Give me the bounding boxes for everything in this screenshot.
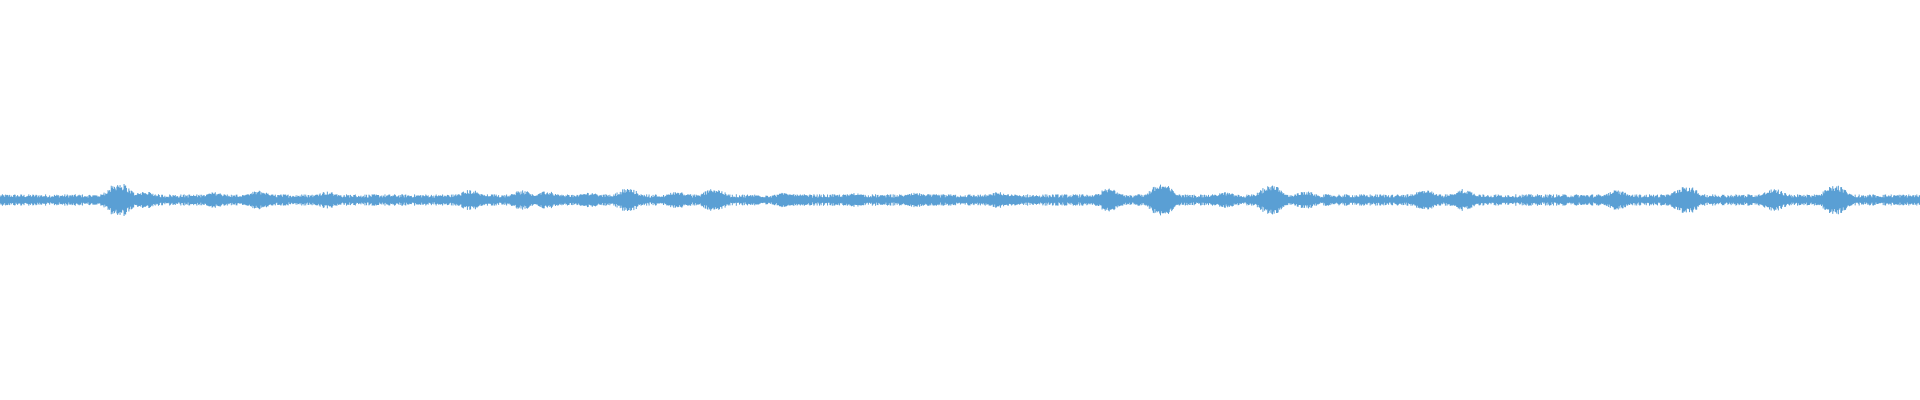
waveform-path <box>0 183 1920 217</box>
